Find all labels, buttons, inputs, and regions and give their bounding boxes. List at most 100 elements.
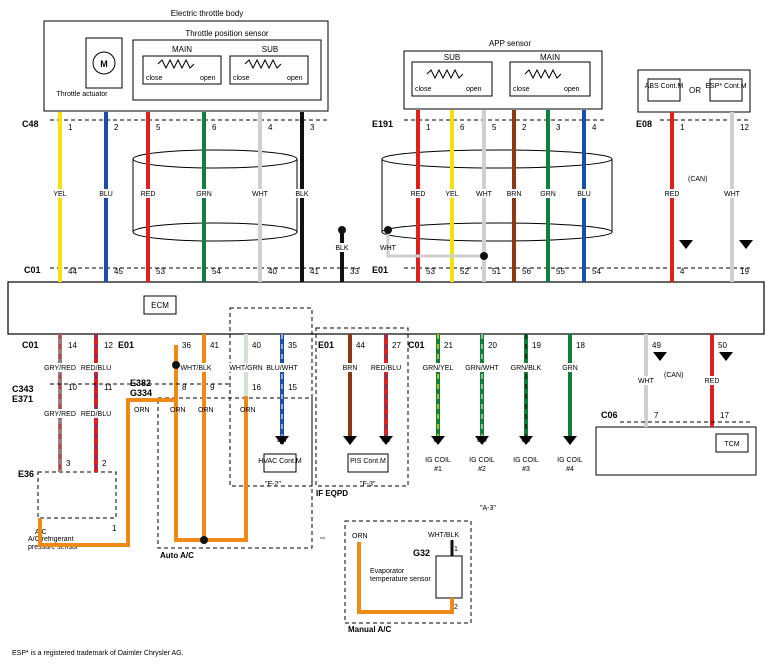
- manual-ac-region: [344, 520, 472, 624]
- tps-box: [132, 39, 322, 101]
- splice-e01: [172, 361, 180, 369]
- ig-pin-2: 19: [532, 341, 541, 350]
- tps-sub-box: [229, 55, 309, 85]
- ig-coil-num-0: #1: [434, 466, 442, 473]
- motor-box: [85, 37, 123, 89]
- e01-wire-label-bg: [180, 363, 214, 372]
- throttle-wire-color-6: BLK: [335, 245, 349, 252]
- can-bottom-pin-1: 19: [740, 267, 749, 276]
- tcm-pin-0: 49: [652, 341, 661, 350]
- orn-label-5: ORN: [352, 533, 368, 540]
- ig-wire-label-bg-2: [508, 363, 544, 372]
- app-pin-1: 6: [460, 123, 465, 132]
- ig-wire-label-bg-0: [420, 363, 456, 372]
- tps-sub-label: SUB: [262, 45, 278, 54]
- ac-pin-0: 14: [68, 341, 77, 350]
- ig-wire-color-1: GRN/WHT: [465, 365, 499, 372]
- app-pin-4: 3: [556, 123, 561, 132]
- orn-label-1: ORN: [134, 407, 150, 414]
- hvac-cont-label: HVAC Cont.M: [258, 458, 302, 465]
- e01-wire-color: WHT/BLK: [180, 365, 211, 372]
- abs-esp-box: [637, 69, 751, 113]
- tcm-pin-1: 50: [718, 341, 727, 350]
- tps-main-box: [142, 55, 222, 85]
- ac-wire-color-0: GRY/RED: [44, 365, 76, 372]
- app-wire-label-bg-1: [441, 189, 463, 198]
- connector-e01-eqpd: E01: [318, 340, 334, 350]
- orn-label-3: ORN: [198, 407, 214, 414]
- tcm-region: [595, 426, 757, 476]
- can-bottom-pin-0: 4: [680, 267, 685, 276]
- ig-pin-1: 20: [488, 341, 497, 350]
- app-shield-wht: WHT: [380, 245, 397, 252]
- abs-cont-box: [647, 78, 681, 102]
- esp-cont-label: ESP* Cont.M: [705, 83, 746, 90]
- connector-c48: C48: [22, 119, 39, 129]
- ac-sensor-label-wrap: A/C refrigerant pressure sensor: [28, 536, 79, 551]
- can-label-lower: (CAN): [664, 372, 683, 379]
- top-wires: 1YEL442BLU455RED536GRN544WHT403BLK41BLK3…: [49, 110, 753, 282]
- ig-tag-2-marker-label: GB: [522, 438, 531, 444]
- hvac-cont-box: [263, 453, 297, 473]
- app-wire-color-4: GRN: [540, 191, 556, 198]
- tps-sub-resistor: [244, 58, 282, 70]
- ig-coil-num-1: #2: [478, 466, 486, 473]
- evap-sensor-label: Evaporator temperature sensor: [370, 568, 431, 583]
- switch-arrow-icon: ⇔: [318, 532, 327, 542]
- ig-pin-0: 21: [444, 341, 453, 350]
- pis-cont-label: PIS Cont.M: [350, 458, 386, 465]
- app-shield-splice: [384, 226, 392, 234]
- app-shield-wire: [386, 230, 484, 258]
- app-wire-color-2: WHT: [476, 191, 493, 198]
- app-sensor-title: APP sensor: [489, 39, 531, 48]
- throttle-pin-3: 6: [212, 123, 217, 132]
- evap-sensor-box: [435, 555, 463, 599]
- tcm-pin2-1: 17: [720, 411, 729, 420]
- throttle-pin-2: 5: [156, 123, 161, 132]
- shield-bottom-1: [132, 222, 298, 242]
- hvac-region: [229, 307, 313, 487]
- ac-wire-label2-bg-1: [80, 409, 112, 418]
- ig-wire-color-2: GRN/BLK: [511, 365, 542, 372]
- app-main-label: MAIN: [540, 53, 560, 62]
- ac-pin3-0: 3: [66, 459, 71, 468]
- can-pin-1: 12: [740, 123, 749, 132]
- ig-wire-color-0: GRN/YEL: [423, 365, 454, 372]
- ac-sensor-label: A/C refrigerant pressure sensor: [28, 536, 79, 551]
- pis-pin-1: 27: [392, 341, 401, 350]
- app-wire-color-1: YEL: [445, 191, 458, 198]
- evap-label-wrap: Evaporator temperature sensor: [370, 568, 431, 583]
- connector-c343: C343: [12, 384, 34, 394]
- tcm-wire-color-1: RED: [705, 378, 720, 385]
- tps-main-resistor: [157, 58, 195, 70]
- tcm-tag-0-marker-label: W: [657, 354, 663, 360]
- tcm-label: TCM: [724, 441, 739, 448]
- throttle-wire-label-bg-5: [291, 189, 313, 198]
- app-wire-color-3: BRN: [507, 191, 522, 198]
- ig-tag-0-marker: [431, 436, 445, 445]
- app-bottom-pin-4: 55: [556, 267, 565, 276]
- throttle-wire-label-bg-0: [49, 189, 71, 198]
- hvac-pin2-1: 15: [288, 383, 297, 392]
- tcm-box: [715, 433, 749, 453]
- tcm-tag-0-marker: [653, 352, 667, 361]
- throttle-pin-5: 3: [310, 123, 315, 132]
- throttle-pin-0: 1: [68, 123, 73, 132]
- can-wire-label-bg-1: [721, 189, 743, 198]
- app-sub-close: close: [415, 86, 431, 93]
- e01-pin2-1: 9: [210, 383, 215, 392]
- ac-pin2-1: 11: [104, 383, 113, 392]
- ecm-box: [7, 281, 765, 335]
- app-sub-open: open: [466, 86, 482, 93]
- app-main-box: [509, 61, 591, 97]
- connector-e191: E191: [372, 119, 393, 129]
- tcm-tag-1-marker: [719, 352, 733, 361]
- ac-wire-color-1: RED/BLU: [81, 365, 111, 372]
- app-pin-0: 1: [426, 123, 431, 132]
- app-sensor-box: [403, 50, 603, 110]
- ig-tag-1-marker-label: GW: [477, 438, 488, 444]
- connector-e01-lower: E01: [118, 340, 134, 350]
- ac-pin3-1: 2: [102, 459, 107, 468]
- throttle-bottom-pin-1: 45: [114, 267, 123, 276]
